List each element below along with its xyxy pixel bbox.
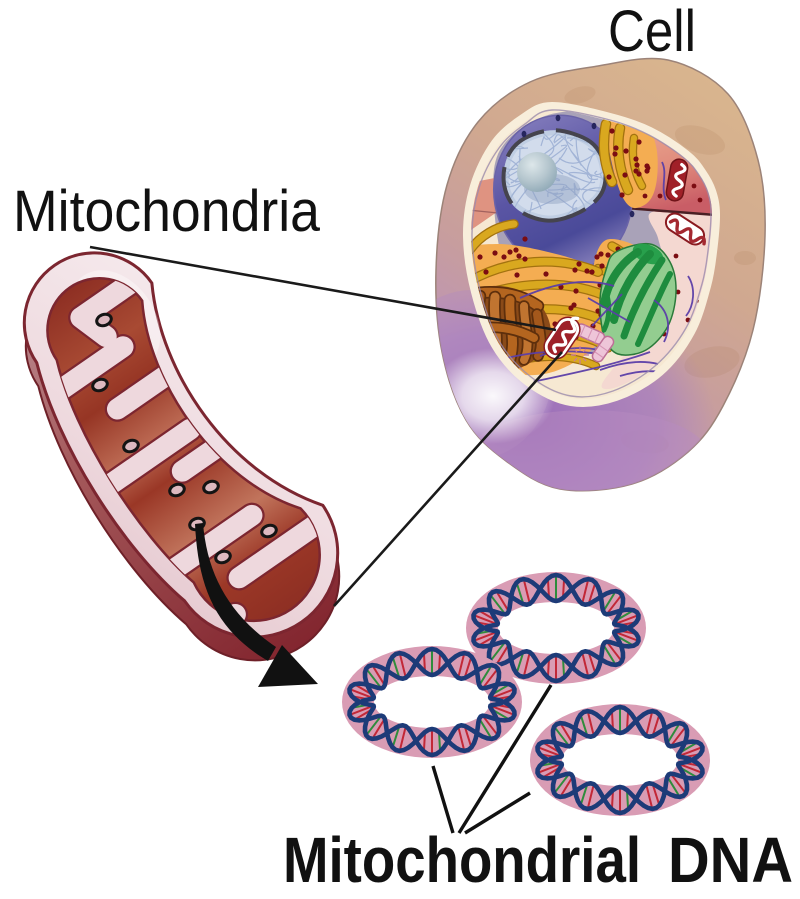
svg-text:Mitochondrial: Mitochondrial <box>283 824 641 894</box>
svg-text:Cell: Cell <box>608 0 696 64</box>
svg-text:Mitochondria: Mitochondria <box>13 179 321 244</box>
svg-text:DNA: DNA <box>668 824 793 894</box>
